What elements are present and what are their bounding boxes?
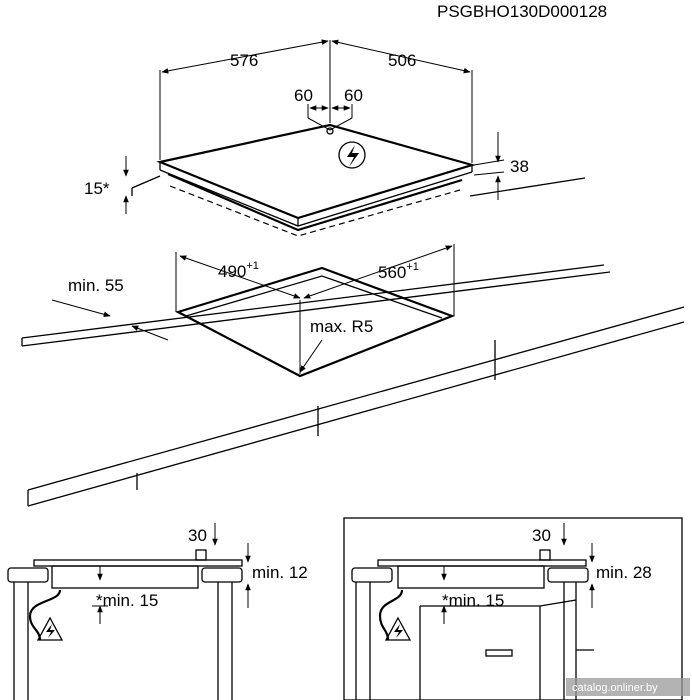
section-view-right [343, 517, 683, 700]
label-panel1-side: min. 12 [252, 563, 308, 582]
watermark: catalog.onliner.by [572, 682, 658, 694]
label-panel2-side: min. 28 [596, 563, 652, 582]
label-cutout-depth: 560+1 [378, 261, 419, 282]
cutout-depth-value: 560 [378, 263, 406, 282]
section-view-left [7, 523, 251, 700]
label-panel2-top: 30 [532, 526, 551, 545]
electric-warning-icon [384, 616, 412, 641]
watermark-bg [566, 678, 690, 696]
label-offset-right: 60 [344, 86, 363, 105]
electric-warning-icon [36, 616, 64, 641]
label-panel2-below: *min. 15 [442, 591, 504, 610]
cutout-depth-tolerance: +1 [406, 261, 419, 273]
label-offset-left: 60 [294, 86, 313, 105]
cutout-width-value: 490 [218, 262, 246, 281]
label-width: 576 [230, 51, 258, 70]
label-height: 38 [510, 157, 529, 176]
label-radius: max. R5 [310, 317, 373, 336]
label-min-gap: 15* [84, 179, 110, 198]
product-code: PSGBHO130D000128 [437, 2, 607, 21]
hob-top-view [123, 39, 586, 237]
label-depth: 506 [388, 51, 416, 70]
label-panel1-below: *min. 15 [96, 591, 158, 610]
label-min-front: min. 55 [68, 276, 124, 295]
label-panel1-top: 30 [188, 526, 207, 545]
worktop-cutout [21, 244, 685, 507]
electric-warning-icon [338, 141, 366, 169]
cutout-width-tolerance: +1 [246, 260, 259, 272]
label-cutout-width: 490+1 [218, 260, 259, 281]
